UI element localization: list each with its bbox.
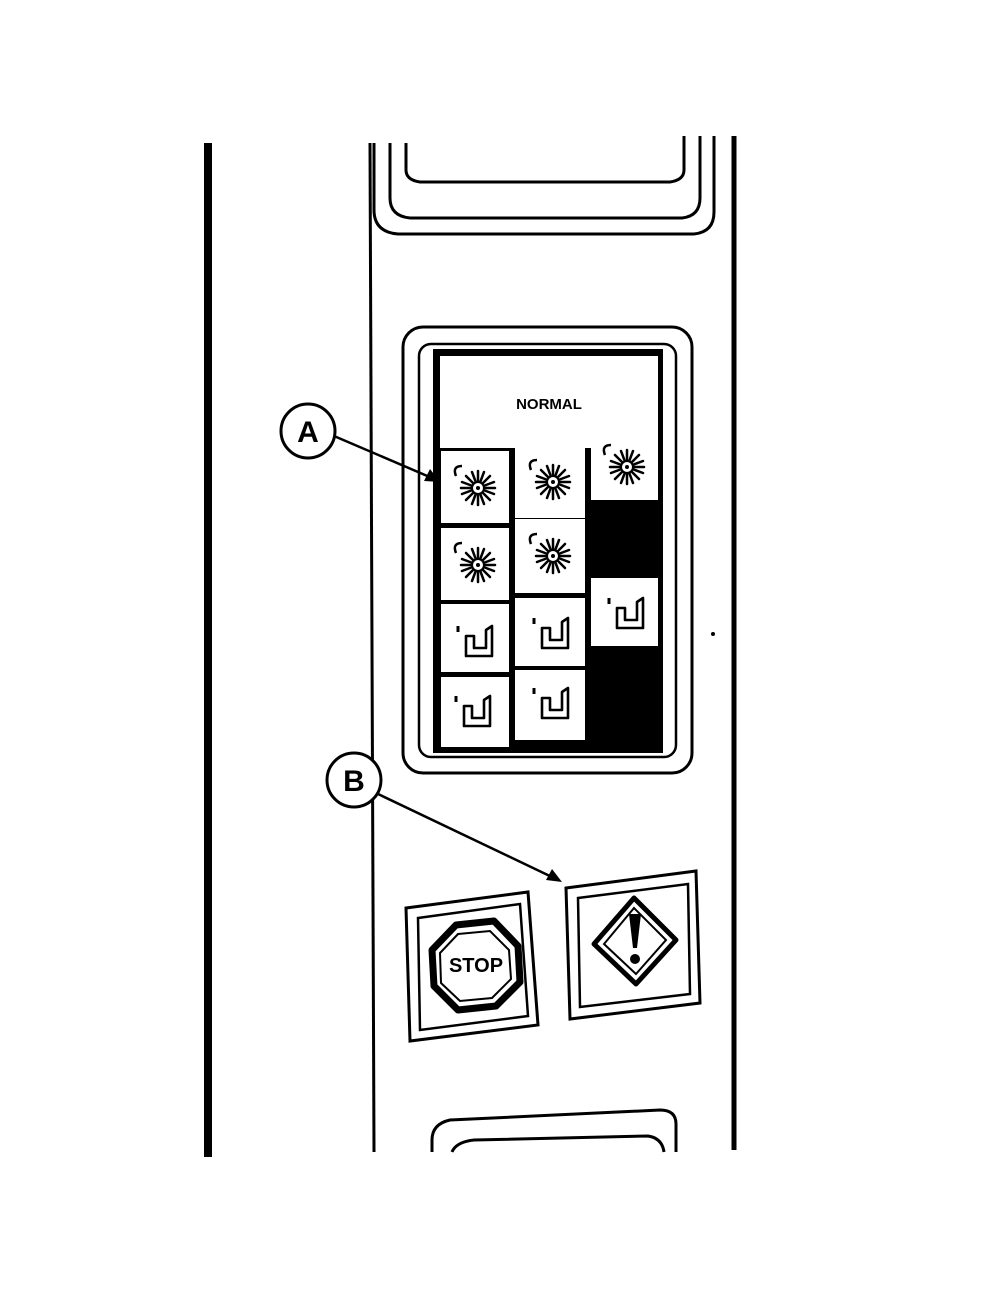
display-bezel-outer [401, 325, 694, 775]
stop-sign-icon [428, 917, 524, 1014]
display-title: NORMAL [516, 396, 582, 413]
panel-left-edge [368, 142, 376, 1153]
callout-b-letter: B [343, 765, 365, 798]
callout-b-leader [377, 792, 555, 880]
exclamation-icon [629, 914, 641, 948]
callout-a: A [279, 402, 440, 482]
stop-button[interactable]: STOP [404, 890, 540, 1043]
bottom-module-inner [450, 1134, 666, 1153]
callout-b: B [325, 751, 562, 882]
warning-button[interactable] [564, 869, 702, 1021]
top-module-mid [388, 136, 702, 220]
stop-button-label: STOP [449, 955, 503, 977]
indicator-grid [441, 432, 658, 747]
top-module-outer [372, 136, 716, 236]
callout-a-leader [333, 434, 433, 480]
blank-indicator-cell [591, 505, 658, 575]
blank-indicator-cell [591, 651, 658, 723]
display-bezel-inner [417, 342, 678, 759]
indicator-cell [441, 677, 509, 747]
top-module-inner [404, 136, 686, 184]
scan-speck [711, 632, 715, 636]
callout-a-letter: A [297, 416, 319, 449]
bottom-module-outer [430, 1108, 678, 1152]
